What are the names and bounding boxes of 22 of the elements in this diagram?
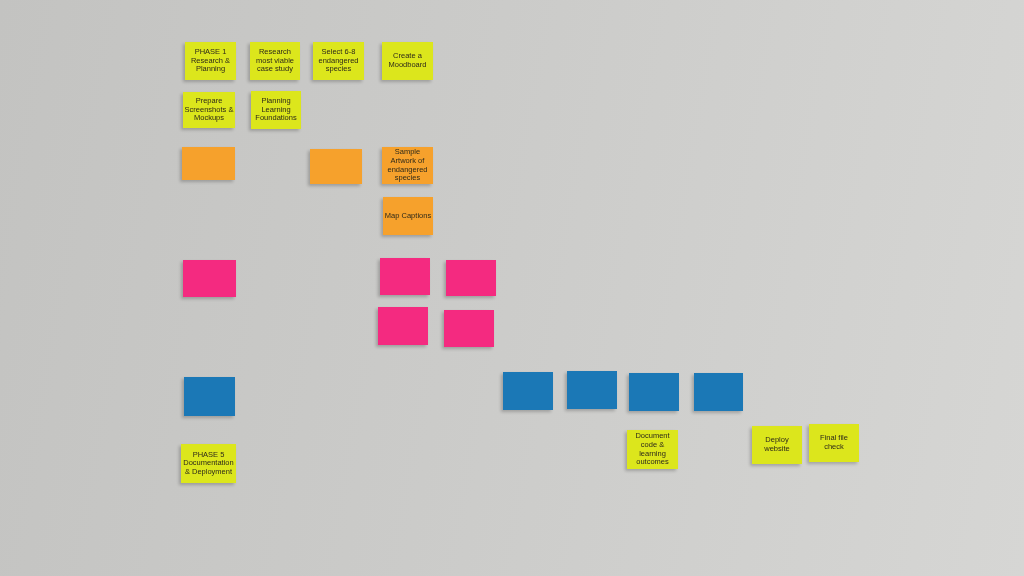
sticky-note — [503, 372, 553, 410]
sticky-note — [378, 307, 428, 345]
sticky-note — [383, 197, 433, 235]
sticky-note — [446, 260, 496, 296]
sticky-note — [627, 430, 678, 469]
sticky-note — [380, 258, 430, 295]
sticky-note — [313, 42, 364, 80]
sticky-note — [567, 371, 617, 409]
sticky-note — [382, 42, 433, 80]
sticky-note — [184, 377, 235, 416]
sticky-note — [183, 260, 236, 297]
sticky-note — [809, 424, 859, 462]
sticky-note — [251, 91, 301, 129]
sticky-note — [182, 147, 235, 180]
sticky-note — [181, 444, 236, 483]
sticky-note — [250, 42, 300, 80]
sticky-note — [629, 373, 679, 411]
sticky-note — [185, 42, 236, 80]
sticky-note — [694, 373, 743, 411]
sticky-note — [310, 149, 362, 184]
sticky-note — [752, 426, 802, 464]
sticky-note — [444, 310, 494, 347]
